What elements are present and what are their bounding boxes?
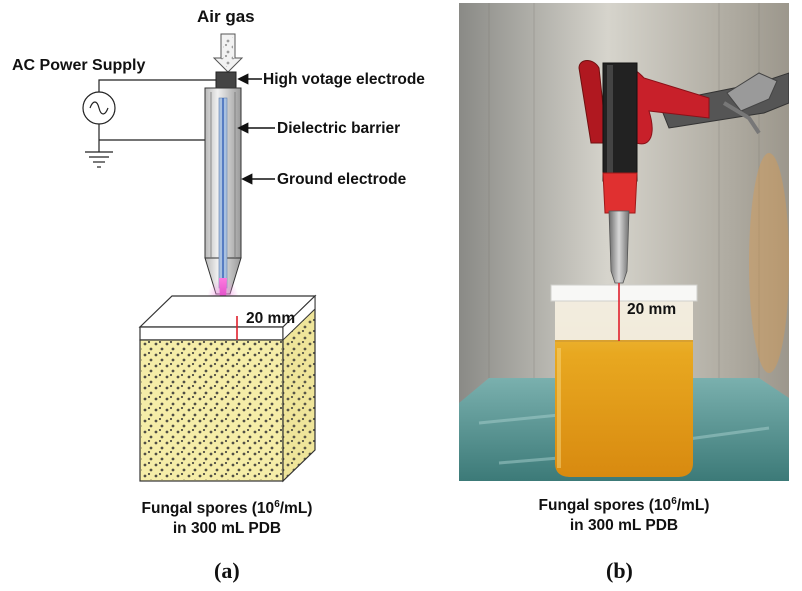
red-tape	[602, 172, 638, 214]
setup-photo	[459, 3, 789, 481]
panel-label-a: (a)	[214, 558, 240, 583]
air-gas-arrow-icon	[212, 33, 244, 73]
ac-source-icon	[82, 91, 116, 125]
arrow-icon	[237, 73, 275, 185]
caption-a: Fungal spores (106/mL) in 300 mL PDB	[141, 499, 313, 538]
setup-diagram	[82, 33, 317, 483]
distance-label-b: 20 mm	[627, 301, 677, 318]
hv-electrode-label: High votage electrode	[263, 71, 425, 88]
culture-container	[138, 294, 317, 483]
air-gas-label: Air gas	[197, 7, 255, 26]
culture-container-photo	[550, 284, 698, 477]
ground-symbol-icon	[85, 151, 113, 168]
panel-label-b: (b)	[606, 558, 633, 583]
distance-label-a: 20 mm	[246, 310, 296, 327]
power-supply-label: AC Power Supply	[12, 57, 146, 74]
caption-b: Fungal spores (106/mL) in 300 mL PDB	[538, 496, 710, 535]
ground-electrode-label: Ground electrode	[277, 171, 407, 188]
ac-wiring	[98, 79, 218, 152]
dielectric-label: Dielectric barrier	[277, 120, 401, 137]
needle-tube	[608, 210, 630, 284]
